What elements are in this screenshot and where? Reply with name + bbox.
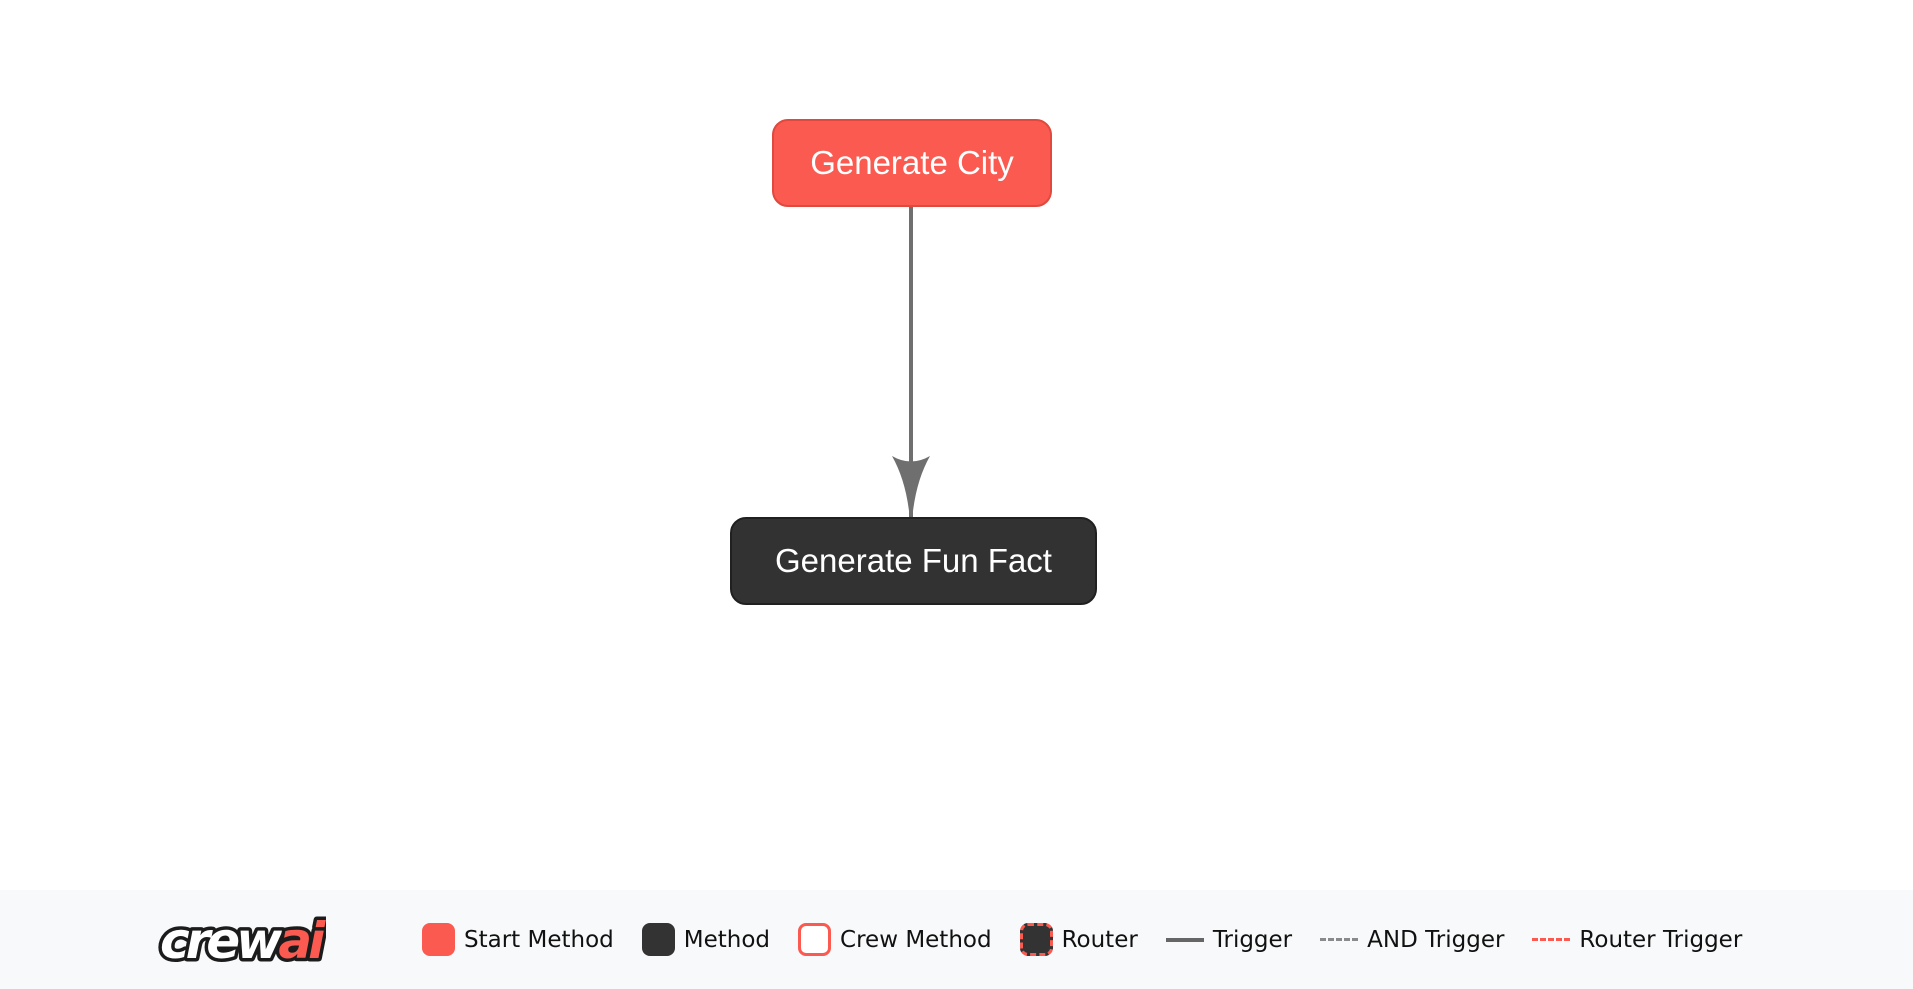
legend-item-method: Method [641,923,771,956]
legend-item-start-method: Start Method [422,923,614,956]
start-method-swatch [422,923,455,956]
crew-method-swatch [798,923,832,956]
flow-node-generate-fun-fact[interactable]: Generate Fun Fact [730,517,1097,605]
legend-item-label: Router Trigger [1579,926,1743,953]
legend-item-label: Crew Method [840,926,992,953]
legend-item-label: Router [1061,926,1138,953]
legend-item-label: Trigger [1212,926,1293,953]
legend-items: Start Method Method Crew Method Router T… [422,923,1742,956]
legend-item-crew-method: Crew Method [798,923,992,956]
legend-item-label: AND Trigger [1367,926,1505,953]
and-trigger-line-swatch [1320,938,1359,941]
legend-item-router: Router [1019,923,1138,956]
trigger-line-swatch [1165,937,1204,942]
flow-canvas[interactable]: Generate City Generate Fun Fact [0,0,1913,890]
flow-node-generate-city[interactable]: Generate City [772,119,1052,207]
legend-item-and-trigger: AND Trigger [1320,927,1504,953]
crewai-logo: crewai [156,901,327,979]
method-swatch [641,923,675,956]
legend-item-label: Start Method [464,926,614,953]
legend-item-label: Method [683,926,771,953]
legend-bar: crewai Start Method Method Crew Method R… [0,890,1913,989]
svg-text:crewai: crewai [160,912,326,970]
legend-item-trigger: Trigger [1165,926,1293,953]
router-trigger-line-swatch [1532,938,1571,941]
logo-text-ai: ai [278,912,326,970]
flow-node-label: Generate City [810,144,1014,181]
legend-item-router-trigger: Router Trigger [1532,927,1742,953]
router-swatch [1019,923,1053,956]
flow-node-label: Generate Fun Fact [775,542,1052,579]
logo-text-crew: crew [160,912,283,970]
